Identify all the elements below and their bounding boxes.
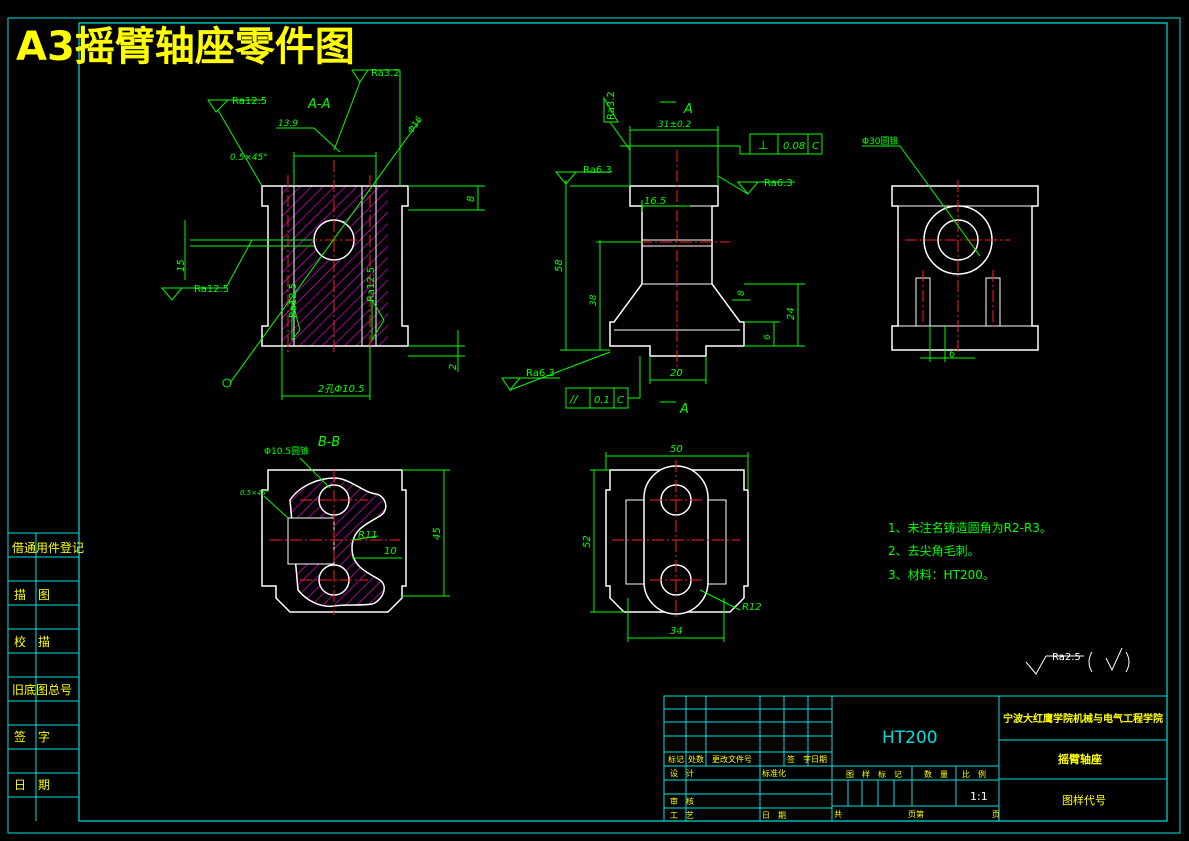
side-label-4: 旧底图总号 bbox=[12, 682, 72, 697]
dim-aa-3: Φ16 bbox=[406, 115, 425, 136]
dim-bb-3: R11 bbox=[358, 530, 378, 541]
row-label-4: 工 艺 bbox=[670, 811, 694, 820]
view-front: A A Ra3.2 Ra6.3 Ra6.3 Ra6.3 31±0.2 16.5 … bbox=[501, 91, 823, 417]
view-section-aa: A-A Ra12.5 Ra3.2 Ra12.5 Ra12.5 Ra12.5 13… bbox=[160, 68, 485, 400]
dim-front-4: 38 bbox=[589, 294, 599, 306]
sheet-label-1: 共 bbox=[834, 810, 842, 819]
title-block bbox=[663, 695, 1168, 822]
general-roughness-symbol bbox=[1025, 647, 1130, 675]
roughness-front-1: Ra3.2 bbox=[606, 91, 617, 120]
roughness-front-3: Ra6.3 bbox=[764, 178, 793, 189]
roughness-aa-1: Ra12.5 bbox=[232, 96, 267, 107]
dim-aa-7: 2孔Φ10.5 bbox=[318, 383, 365, 395]
tol2-datum: C bbox=[617, 395, 624, 406]
dim-front-6: 8 bbox=[737, 290, 747, 296]
side-strip bbox=[8, 532, 79, 821]
dim-bb-5: 45 bbox=[432, 527, 443, 540]
view-side: Φ30圆锥 6 bbox=[862, 135, 1039, 362]
stage-header-2: 数 量 bbox=[924, 769, 948, 779]
part-name: 摇臂轴座 bbox=[1058, 752, 1102, 766]
dim-front-8: 20 bbox=[670, 368, 683, 379]
side-label-3: 校 描 bbox=[14, 634, 50, 649]
rev-header-2: 处数 bbox=[688, 754, 704, 764]
dim-aa-2: 0.5×45° bbox=[230, 153, 268, 163]
dim-bottom-1: 50 bbox=[670, 444, 683, 455]
side-label-5: 签 字 bbox=[14, 729, 50, 744]
dim-bottom-3: R12 bbox=[742, 602, 762, 613]
roughness-aa-2: Ra3.2 bbox=[371, 68, 400, 79]
stage-header-1: 图 样 标 记 bbox=[846, 769, 902, 779]
tol2-symbol: // bbox=[569, 393, 579, 406]
label-front-a-top: A bbox=[683, 102, 693, 117]
rev-header-4: 签 字 bbox=[787, 754, 811, 764]
dim-aa-4: 8 bbox=[466, 196, 477, 202]
sheet-label-2: 页第 bbox=[908, 809, 924, 819]
dim-front-7: 6 bbox=[763, 334, 773, 340]
view-section-bb: B-B Φ10.5圆锥 0.5×45° R11 10 45 bbox=[240, 435, 450, 615]
inner-frame bbox=[78, 22, 1168, 822]
tol1-symbol: ⊥ bbox=[758, 138, 768, 152]
scale-value: 1:1 bbox=[970, 790, 988, 803]
roughness-aa-3: Ra12.5 bbox=[194, 284, 229, 295]
dim-bottom-4: 34 bbox=[670, 626, 683, 637]
dim-front-1: 31±0.2 bbox=[658, 120, 692, 130]
general-roughness-value: Ra2.5 bbox=[1052, 652, 1081, 663]
material: HT200 bbox=[882, 728, 938, 748]
outer-frame bbox=[7, 17, 1181, 834]
view-bottom: 50 52 R12 34 bbox=[582, 444, 762, 642]
roughness-front-2: Ra6.3 bbox=[583, 165, 612, 176]
note-1: 1、未注名铸造圆角为R2-R3。 bbox=[888, 520, 1052, 535]
tol1-datum: C bbox=[812, 141, 819, 152]
dim-bb-2: 0.5×45° bbox=[240, 489, 269, 497]
side-label-2: 描 图 bbox=[14, 588, 50, 602]
roughness-aa-5: Ra12.5 bbox=[366, 267, 377, 302]
label-bb: B-B bbox=[318, 435, 340, 450]
dim-bb-1: Φ10.5圆锥 bbox=[264, 445, 309, 457]
dim-bb-4: 10 bbox=[384, 546, 397, 557]
label-aa: A-A bbox=[307, 97, 330, 112]
row-label-5: 日 期 bbox=[762, 811, 786, 820]
rev-header-3: 更改文件号 bbox=[712, 754, 752, 764]
side-label-1: 借通用件登记 bbox=[12, 540, 84, 555]
dim-front-5: 24 bbox=[786, 307, 797, 320]
dim-side-1: Φ30圆锥 bbox=[862, 135, 899, 147]
rev-header-5: 日期 bbox=[811, 755, 827, 764]
dim-side-2: 6 bbox=[949, 349, 955, 360]
stage-header-3: 比 例 bbox=[962, 769, 986, 779]
row-label-1: 设 计 bbox=[670, 768, 694, 778]
dim-aa-6: 2 bbox=[448, 364, 459, 370]
drawing-title: A3摇臂轴座零件图 bbox=[16, 24, 355, 70]
tol1-value: 0.08 bbox=[783, 141, 805, 152]
dim-front-3: 58 bbox=[554, 259, 565, 272]
tol2-value: 0.1 bbox=[594, 395, 610, 406]
dim-front-2: 16.5 bbox=[644, 196, 666, 207]
row-label-3: 审 核 bbox=[670, 796, 694, 806]
row-label-2: 标准化 bbox=[762, 768, 786, 778]
side-label-6: 日 期 bbox=[14, 778, 50, 792]
label-front-a-bottom: A bbox=[679, 402, 689, 417]
sheet-label-3: 页 bbox=[992, 810, 1000, 819]
dim-aa-5: 15 bbox=[176, 259, 187, 272]
roughness-aa-4: Ra12.5 bbox=[288, 283, 299, 318]
school-name: 宁波大红鹰学院机械与电气工程学院 bbox=[1003, 712, 1163, 725]
roughness-front-4: Ra6.3 bbox=[526, 368, 555, 379]
dim-bottom-2: 52 bbox=[582, 535, 593, 548]
note-3: 3、材料：HT200。 bbox=[888, 568, 995, 582]
note-2: 2、去尖角毛刺。 bbox=[888, 544, 980, 558]
dim-aa-1: 13.9 bbox=[278, 119, 298, 129]
rev-header-1: 标记 bbox=[668, 754, 684, 764]
drawing-no-label: 图样代号 bbox=[1062, 793, 1106, 807]
